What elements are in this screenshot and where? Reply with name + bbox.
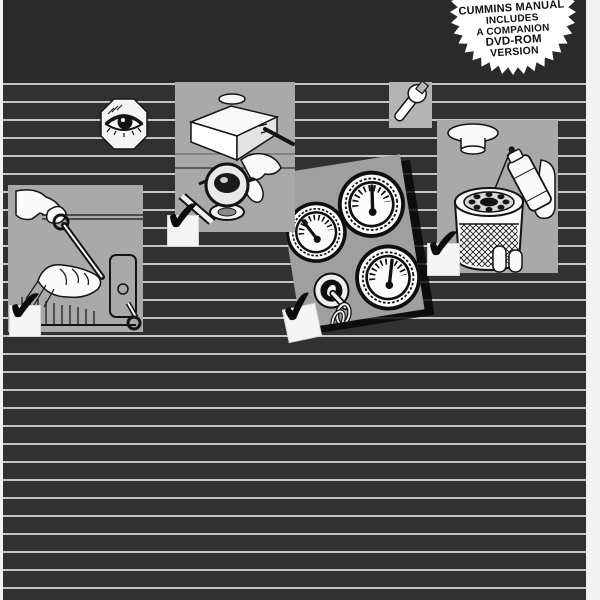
- eye-symbol: [100, 98, 148, 150]
- badge-text: CUMMINS MANUAL INCLUDES A COMPANION DVD-…: [441, 0, 584, 63]
- dipstick-rod: [52, 213, 105, 280]
- gauge-dial-top-right: [333, 166, 410, 243]
- spray-can: [506, 146, 552, 212]
- checkmark-icon: ✔: [425, 219, 462, 270]
- dvd-rom-badge: CUMMINS MANUAL INCLUDES A COMPANION DVD-…: [443, 0, 583, 92]
- coolant-panel: [175, 82, 295, 232]
- checkmark-box-coolant: ✔: [165, 195, 202, 247]
- gauge-dial-left: [281, 197, 351, 267]
- checkmark-box-dipstick: ✔: [7, 285, 44, 337]
- upper-hand-with-cloth: [15, 189, 67, 225]
- wrench-symbol: [389, 80, 432, 128]
- filter-panel: [437, 120, 558, 273]
- gauges-illustration: [276, 154, 424, 329]
- filter-illustration: [447, 123, 556, 273]
- wrench-icon: [394, 80, 430, 122]
- coolant-illustration: [175, 93, 295, 225]
- checkmark-icon: ✔: [7, 281, 44, 332]
- badge-burst: [450, 0, 576, 75]
- gauges-panel: [276, 154, 425, 329]
- checkmark-box-gauges: ✔: [275, 279, 323, 344]
- radiator-cap-and-hand: [175, 152, 295, 225]
- dipstick-illustration: [15, 189, 143, 331]
- eye-icon: [100, 98, 148, 150]
- coolant-reservoir-tank: [188, 93, 295, 162]
- spray-stream: [493, 148, 512, 192]
- ignition-key-switch: [313, 272, 352, 329]
- checkmark-box-filter: ✔: [425, 223, 462, 276]
- checkmark-icon: ✔: [165, 191, 202, 242]
- lower-hand: [25, 264, 102, 308]
- dvd-badge-burst: [450, 0, 576, 75]
- gauge-dial-bottom-right: [350, 240, 424, 316]
- fingers: [492, 245, 523, 273]
- oil-filler-cap: [447, 123, 499, 155]
